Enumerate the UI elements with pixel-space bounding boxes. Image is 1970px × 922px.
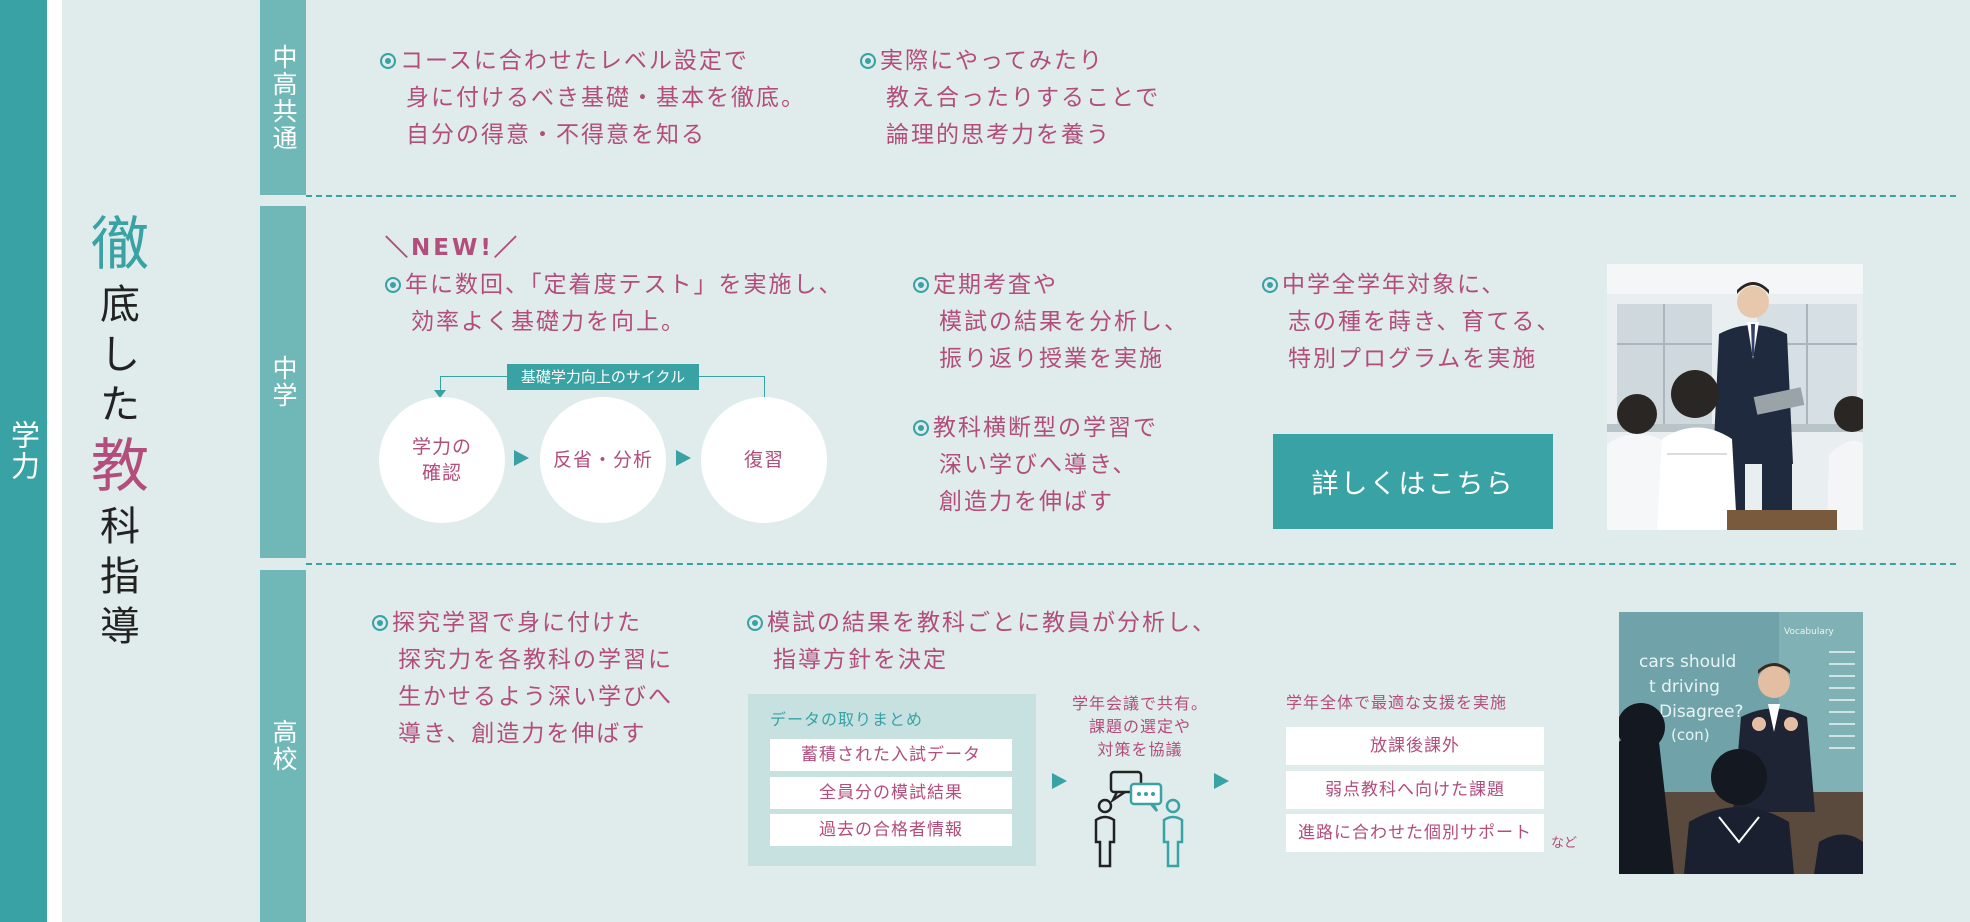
cycle-connector (440, 376, 508, 393)
data-item: 蓄積された入試データ (770, 739, 1012, 771)
arrow-right-icon (1214, 773, 1229, 789)
board-line-4: (con) (1671, 726, 1710, 744)
title-char: 科 (100, 504, 140, 550)
common-point-2: 実際にやってみたり 教え合ったりすることで 論理的思考力を養う (860, 43, 1160, 154)
cycle-arrow-icon (434, 390, 446, 398)
support-item: 弱点教科へ向けた課題 (1286, 771, 1544, 809)
board-tag: Vocabulary (1784, 627, 1835, 637)
arrow-right-icon (514, 450, 529, 466)
junior-point-4: 中学全学年対象に、 志の種を蒔き、育てる、 特別プログラムを実施 (1262, 267, 1561, 378)
bullet-icon (1262, 277, 1278, 293)
junior-point-2: 定期考査や 模試の結果を分析し、 振り返り授業を実施 (913, 267, 1189, 378)
row-divider (306, 563, 1956, 565)
bullet-icon (385, 277, 401, 293)
new-badge: ＼NEW!／ (385, 235, 520, 261)
etc-note: など (1551, 836, 1578, 851)
classroom-photo-senior: cars should t driving Disagree? (con) Vo… (1619, 612, 1863, 874)
bullet-icon (747, 615, 763, 631)
data-item: 過去の合格者情報 (770, 814, 1012, 846)
data-summary-box: データの取りまとめ 蓄積された入試データ 全員分の模試結果 過去の合格者情報 (748, 694, 1036, 866)
bullet-icon (372, 615, 388, 631)
board-line-2: t driving (1649, 677, 1720, 697)
classroom-photo-junior (1607, 264, 1863, 530)
common-point-1: コースに合わせたレベル設定で 身に付けるべき基礎・基本を徹底。 自分の得意・不得… (380, 43, 806, 154)
arrow-right-icon (1052, 773, 1067, 789)
junior-point-3: 教科横断型の学習で 深い学びへ導き、 創造力を伸ばす (913, 410, 1158, 521)
side-bar: 学力 (0, 0, 47, 922)
meeting-people-icon (1083, 770, 1193, 870)
cycle-step-review: 反省・分析 (540, 397, 666, 523)
board-line-1: cars should (1639, 652, 1736, 672)
bullet-icon (913, 277, 929, 293)
bullet-icon (380, 53, 396, 69)
row-divider (306, 195, 1956, 197)
cycle-connector (699, 376, 765, 399)
cycle-step-check: 学力の確認 (379, 397, 505, 523)
title-char: 教 (90, 432, 149, 500)
title-char: 底 (100, 282, 140, 328)
meeting-text: 学年会議で共有。 課題の選定や 対策を協議 (1071, 694, 1208, 759)
title-char: 指 (100, 554, 140, 600)
side-bar-label: 学力 (6, 420, 41, 482)
row-label-common: 中高共通 (260, 0, 306, 195)
title-char: し (100, 332, 140, 378)
cycle-label: 基礎学力向上のサイクル (507, 364, 699, 390)
classroom-photo-junior-image (1607, 264, 1863, 530)
bullet-icon (913, 420, 929, 436)
senior-point-2: 模試の結果を教科ごとに教員が分析し、 指導方針を決定 (747, 605, 1217, 679)
classroom-photo-senior-image: cars should t driving Disagree? (con) Vo… (1619, 612, 1863, 874)
section-title: 徹 底 し た 教 科 指 導 (70, 208, 170, 652)
data-summary-title: データの取りまとめ (770, 710, 924, 729)
board-line-3: Disagree? (1659, 702, 1743, 722)
data-item: 全員分の模試結果 (770, 777, 1012, 809)
arrow-right-icon (676, 450, 691, 466)
title-char: 徹 (90, 210, 149, 278)
bullet-icon (860, 53, 876, 69)
support-title: 学年全体で最適な支援を実施 (1286, 693, 1508, 712)
details-button[interactable]: 詳しくはこちら (1273, 434, 1553, 529)
support-item: 進路に合わせた個別サポート (1286, 814, 1544, 852)
support-item: 放課後課外 (1286, 727, 1544, 765)
cycle-step-revision: 復習 (701, 397, 827, 523)
title-char: 導 (100, 604, 140, 650)
title-char: た (100, 382, 140, 428)
row-label-junior: 中学 (260, 206, 306, 558)
senior-point-1: 探究学習で身に付けた 探究力を各教科の学習に 生かせるよう深い学びへ 導き、創造… (372, 605, 673, 753)
row-label-senior: 高校 (260, 570, 306, 922)
junior-point-1: 年に数回、「定着度テスト」を実施し、 効率よく基礎力を向上。 (385, 267, 844, 341)
